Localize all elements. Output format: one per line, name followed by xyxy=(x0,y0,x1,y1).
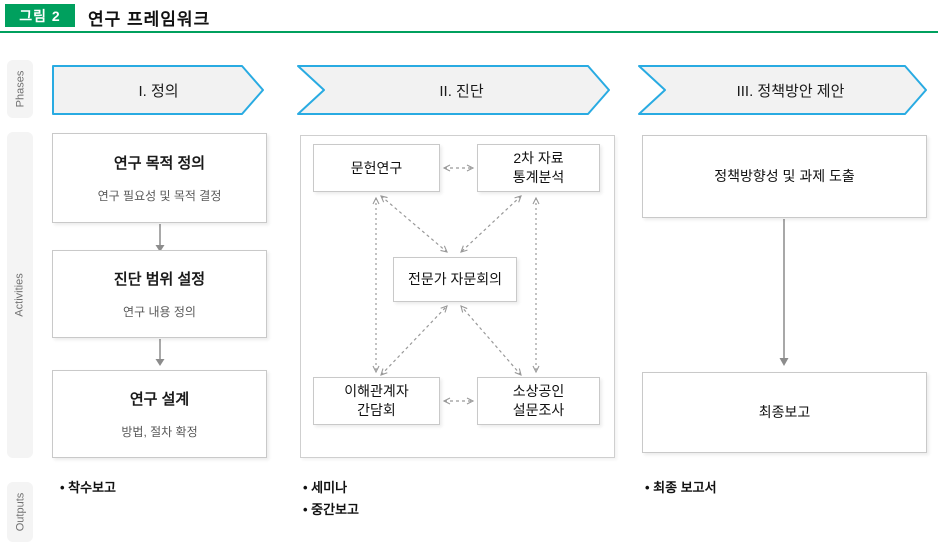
box-label: 정책방향성 및 과제 도출 xyxy=(714,168,855,185)
box-small-business-survey: 소상공인 설문조사 xyxy=(477,377,600,425)
side-label-outputs: Outputs xyxy=(7,482,33,542)
output-item-diagnosis: • 세미나 • 중간보고 xyxy=(303,477,359,521)
figure-title: 연구 프레임워크 xyxy=(88,10,211,29)
activity-box-research-design: 연구 설계 방법, 절차 확정 xyxy=(52,370,267,458)
side-label-outputs-text: Outputs xyxy=(14,492,26,532)
box-expert-advisory-meeting: 전문가 자문회의 xyxy=(393,257,517,302)
arrowhead-proposal xyxy=(779,358,789,366)
box-policy-direction: 정책방향성 및 과제 도출 xyxy=(642,135,927,218)
box-label: 2차 자료 통계분석 xyxy=(512,150,565,185)
side-label-phases: Phases xyxy=(7,60,33,118)
side-label-activities: Activities xyxy=(7,132,33,458)
activity-title: 진단 범위 설정 xyxy=(113,271,206,288)
activity-title: 연구 목적 정의 xyxy=(113,155,206,172)
box-label: 전문가 자문회의 xyxy=(407,271,503,288)
arrowhead-def-2 xyxy=(155,359,165,366)
figure-badge: 그림 2 xyxy=(5,4,75,27)
chevron-shape xyxy=(638,65,927,115)
phase-header-diagnosis-label: II. 진단 xyxy=(439,82,484,100)
phase-header-definition: I. 정의 xyxy=(52,65,265,115)
box-literature-study: 문헌연구 xyxy=(313,144,440,192)
phase-header-diagnosis: II. 진단 xyxy=(297,65,610,115)
output-line: • 최종 보고서 xyxy=(645,480,717,495)
box-label: 이해관계자 간담회 xyxy=(344,383,409,418)
activity-subtitle: 연구 필요성 및 목적 결정 xyxy=(97,189,222,203)
side-label-phases-text: Phases xyxy=(14,70,27,108)
chevron-shape xyxy=(52,65,264,115)
box-secondary-data-analysis: 2차 자료 통계분석 xyxy=(477,144,600,192)
phase-header-proposal: III. 정책방안 제안 xyxy=(638,65,927,115)
output-item-proposal: • 최종 보고서 xyxy=(645,477,717,499)
activity-title: 연구 설계 xyxy=(129,391,190,408)
chevron-shape xyxy=(297,65,610,115)
phase-header-definition-label: I. 정의 xyxy=(138,82,179,100)
box-label: 최종보고 xyxy=(758,404,811,421)
activity-subtitle: 방법, 절차 확정 xyxy=(121,425,198,439)
box-label: 소상공인 설문조사 xyxy=(512,383,565,418)
box-final-report: 최종보고 xyxy=(642,372,927,453)
box-label: 문헌연구 xyxy=(350,159,403,176)
title-underline xyxy=(0,31,938,33)
activity-box-diagnosis-scope: 진단 범위 설정 연구 내용 정의 xyxy=(52,250,267,338)
output-item-definition: • 착수보고 xyxy=(60,477,116,499)
phase-header-proposal-label: III. 정책방안 제안 xyxy=(736,82,845,100)
output-line: • 중간보고 xyxy=(303,502,360,517)
output-line: • 착수보고 xyxy=(60,480,117,495)
box-stakeholder-meeting: 이해관계자 간담회 xyxy=(313,377,440,425)
activity-subtitle: 연구 내용 정의 xyxy=(123,305,196,319)
activity-box-research-purpose: 연구 목적 정의 연구 필요성 및 목적 결정 xyxy=(52,133,267,223)
side-label-activities-text: Activities xyxy=(14,273,26,317)
output-line: • 세미나 xyxy=(303,480,348,495)
